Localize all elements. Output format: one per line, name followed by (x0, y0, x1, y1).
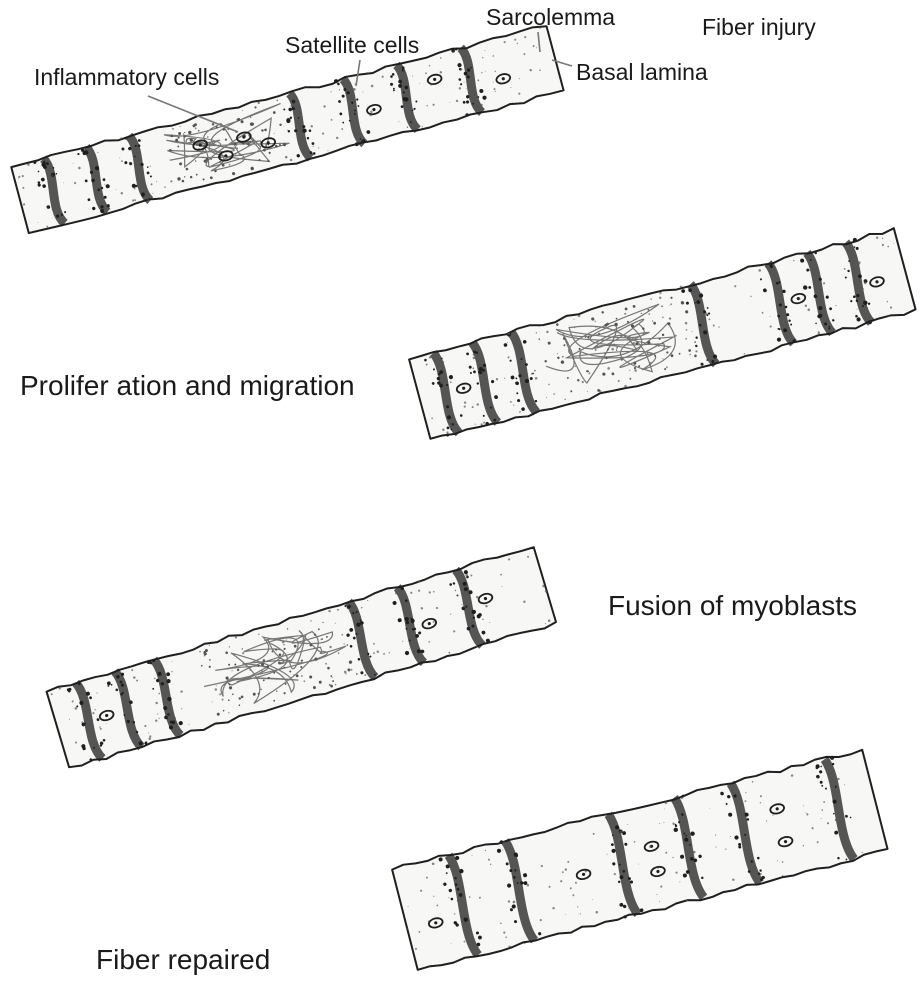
fiber-injury-title: Fiber injury (702, 14, 816, 41)
fiber-repaired-sketch (391, 748, 888, 973)
sarcolemma-label: Sarcolemma (486, 4, 615, 31)
fiber-fusion-sketch (46, 545, 557, 770)
basal-lamina-label: Basal lamina (576, 59, 708, 86)
fiber-proliferation-sketch (409, 227, 917, 442)
satellite-cells-label: Satellite cells (285, 32, 419, 59)
inflammatory-cells-label: Inflammatory cells (34, 64, 219, 91)
fiber-repaired-title: Fiber repaired (96, 944, 270, 976)
fusion-of-myoblasts-title: Fusion of myoblasts (608, 590, 857, 622)
proliferation-migration-title: Prolifer ation and migration (20, 370, 355, 402)
